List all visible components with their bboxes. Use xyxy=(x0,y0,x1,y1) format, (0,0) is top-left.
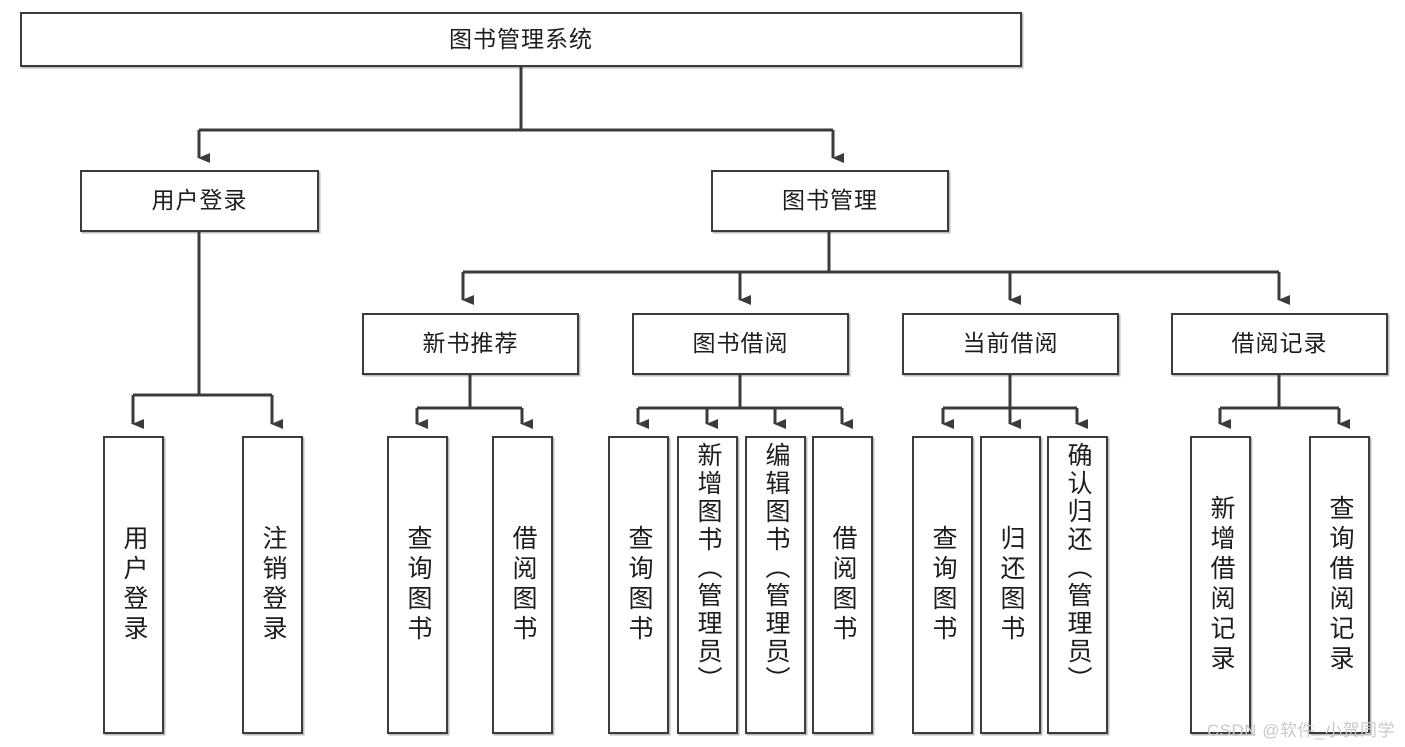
node-book-manage[interactable]: 图书管理 xyxy=(711,170,949,232)
leaf-borrow-book-1-label: 借阅图书 xyxy=(509,525,537,645)
node-new-book-rec-label: 新书推荐 xyxy=(422,330,519,357)
leaf-query-book-2[interactable]: 查询图书 xyxy=(608,436,669,734)
node-new-book-rec[interactable]: 新书推荐 xyxy=(362,313,579,375)
leaf-query-record[interactable]: 查询借阅记录 xyxy=(1309,436,1370,734)
leaf-borrow-book-2-label: 借阅图书 xyxy=(829,525,857,645)
node-root[interactable]: 图书管理系统 xyxy=(20,12,1022,67)
leaf-user-login[interactable]: 用户登录 xyxy=(103,436,164,734)
node-current-borrow-label: 当前借阅 xyxy=(962,330,1059,357)
node-user-login[interactable]: 用户登录 xyxy=(80,170,319,232)
leaf-query-book-1[interactable]: 查询图书 xyxy=(387,436,448,734)
node-book-manage-label: 图书管理 xyxy=(782,187,878,214)
node-current-borrow[interactable]: 当前借阅 xyxy=(902,313,1119,375)
leaf-add-book[interactable]: 新增图书（管理员） xyxy=(677,436,738,734)
leaf-user-logout[interactable]: 注销登录 xyxy=(242,436,303,734)
leaf-user-login-label: 用户登录 xyxy=(120,525,148,645)
leaf-add-record[interactable]: 新增借阅记录 xyxy=(1190,436,1251,734)
leaf-add-book-label: 新增图书（管理员） xyxy=(694,442,722,694)
leaf-confirm-return[interactable]: 确认归还（管理员） xyxy=(1047,436,1108,734)
csdn-watermark: CSDN @软件_小贺同学 xyxy=(1206,721,1395,740)
leaf-return-book[interactable]: 归还图书 xyxy=(980,436,1041,734)
leaf-edit-book[interactable]: 编辑图书（管理员） xyxy=(745,436,806,734)
leaf-query-record-label: 查询借阅记录 xyxy=(1326,495,1354,675)
node-book-borrow-label: 图书借阅 xyxy=(692,330,789,357)
node-root-label: 图书管理系统 xyxy=(449,25,593,52)
leaf-borrow-book-2[interactable]: 借阅图书 xyxy=(812,436,873,734)
node-borrow-record-label: 借阅记录 xyxy=(1231,330,1328,357)
leaf-query-book-1-label: 查询图书 xyxy=(404,525,432,645)
leaf-query-book-2-label: 查询图书 xyxy=(625,525,653,645)
leaf-confirm-return-label: 确认归还（管理员） xyxy=(1064,442,1092,694)
leaf-query-book-3[interactable]: 查询图书 xyxy=(912,436,973,734)
node-borrow-record[interactable]: 借阅记录 xyxy=(1171,313,1388,375)
node-user-login-label: 用户登录 xyxy=(151,187,248,214)
leaf-borrow-book-1[interactable]: 借阅图书 xyxy=(492,436,553,734)
leaf-edit-book-label: 编辑图书（管理员） xyxy=(762,442,790,694)
leaf-query-book-3-label: 查询图书 xyxy=(929,525,957,645)
node-book-borrow[interactable]: 图书借阅 xyxy=(632,313,849,375)
leaf-return-book-label: 归还图书 xyxy=(997,525,1025,645)
leaf-add-record-label: 新增借阅记录 xyxy=(1207,495,1235,675)
leaf-user-logout-label: 注销登录 xyxy=(259,525,287,645)
